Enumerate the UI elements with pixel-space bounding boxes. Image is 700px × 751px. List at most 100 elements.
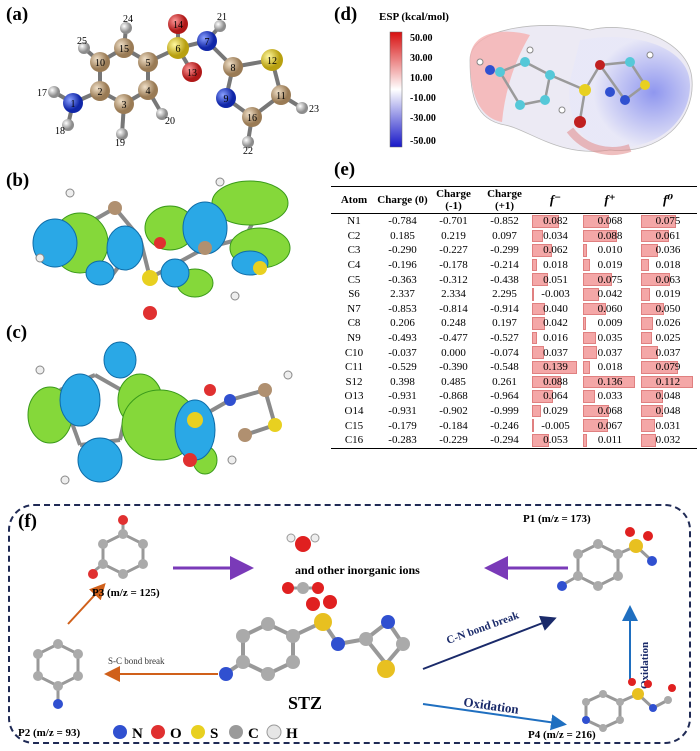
table-cell-atom: C2 [347, 229, 361, 242]
fukui-value: 0.034 [543, 229, 568, 242]
fukui-value: 0.048 [655, 390, 681, 403]
orbital-isosurface-c [27, 341, 293, 485]
fukui-table: Atom Charge (0) Charge (-1) Charge (+1) … [331, 186, 697, 449]
esp-tick: 10.00 [410, 73, 433, 84]
table-cell-qm: 0.000 [441, 346, 466, 359]
table-cell-atom: C15 [344, 419, 364, 432]
table-cell-f0: 0.112 [639, 375, 697, 390]
pathway-box [8, 504, 691, 744]
fukui-value: 0.048 [655, 405, 681, 418]
table-cell-qm: -0.477 [439, 332, 468, 345]
table-cell-qm: 2.334 [441, 288, 466, 301]
fukui-bar [640, 360, 678, 374]
table-cell-fm: 0.037 [530, 345, 581, 360]
inorganic-label: and other inorganic ions [295, 563, 420, 577]
table-cell-q0: -0.290 [388, 244, 417, 257]
table-cell-fp: 0.075 [581, 272, 639, 287]
atom-label: 15 [119, 44, 129, 55]
fukui-bar [582, 346, 597, 359]
atom-label: 16 [247, 113, 257, 124]
table-cell-qp: -0.527 [490, 332, 519, 345]
fukui-value: 0.033 [597, 390, 623, 403]
table-cell-q0: -0.931 [388, 405, 417, 418]
table-cell-atom: N7 [347, 302, 361, 315]
atom-label: 25 [77, 36, 87, 47]
legend-swatch-h [266, 724, 282, 740]
legend-label: C [248, 726, 259, 742]
fukui-value: 0.026 [655, 317, 681, 330]
atom-label: 24 [123, 14, 133, 25]
table-cell-f0: 0.018 [639, 258, 697, 273]
table-cell-fm: 0.029 [530, 404, 581, 419]
table-cell-fm: 0.088 [530, 375, 581, 390]
stz-label: STZ [288, 693, 322, 713]
table-cell-f0: 0.061 [639, 229, 697, 244]
fukui-value: 0.009 [597, 317, 623, 330]
table-cell-q0: -0.784 [388, 215, 417, 228]
table-cell-qm: -0.390 [439, 361, 468, 374]
element-legend: N O S C H [113, 724, 298, 742]
molecule-structure-a: 1 2 3 4 5 6 7 8 9 10 11 12 13 14 15 16 1… [37, 12, 319, 157]
table-cell-qm: 0.219 [441, 229, 466, 242]
table-header: f⁺ [604, 192, 616, 207]
fukui-bar [582, 360, 590, 374]
table-cell-qm: -0.814 [439, 302, 468, 315]
table-cell-qp: -0.294 [490, 434, 519, 447]
table-cell-qp: -0.074 [490, 346, 519, 359]
table-cell-atom: S6 [348, 288, 360, 301]
fukui-bar [531, 404, 542, 418]
table-cell-atom: C4 [347, 259, 361, 272]
fukui-value: 0.031 [655, 419, 681, 432]
table-cell-f0: 0.048 [639, 389, 697, 404]
table-cell-atom: C8 [347, 317, 361, 330]
table-cell-atom: O14 [344, 405, 364, 418]
table-cell-fp: 0.018 [581, 360, 639, 375]
table-cell-f0: 0.025 [639, 331, 697, 346]
legend-label: H [286, 726, 298, 742]
fukui-bar [640, 331, 653, 345]
table-cell-atom: C5 [347, 273, 361, 286]
table-cell-f0: 0.063 [639, 272, 697, 287]
fukui-value: 0.088 [543, 375, 568, 388]
table-cell-fp: 0.068 [581, 404, 639, 419]
atom-label: 5 [146, 58, 151, 69]
table-cell-q0: 0.185 [390, 229, 415, 242]
fukui-value: 0.063 [655, 273, 681, 286]
table-cell-qm: -0.902 [439, 405, 468, 418]
atom-label: 6 [176, 44, 181, 55]
fukui-bar [640, 302, 665, 316]
table-cell-qp: -0.214 [490, 259, 519, 272]
table-cell-q0: -0.037 [388, 346, 417, 359]
fukui-bar [531, 258, 538, 272]
table-cell-f0: 0.079 [639, 360, 697, 375]
sc-break-label: S-C bond break [108, 656, 165, 666]
panel-label-e: (e) [334, 159, 356, 180]
fukui-bar [640, 287, 650, 301]
fukui-value: 0.042 [597, 288, 623, 301]
fukui-bar [640, 419, 656, 432]
table-cell-qp: 0.197 [492, 317, 517, 330]
table-cell-atom: O13 [344, 390, 364, 403]
table-cell-f0: 0.019 [639, 287, 697, 302]
esp-tick: 30.00 [410, 53, 433, 64]
fukui-value: 0.064 [543, 390, 568, 403]
fukui-value: 0.079 [655, 361, 681, 374]
fukui-value: 0.050 [655, 302, 681, 315]
atom-label: 19 [115, 138, 125, 149]
table-cell-fp: 0.019 [581, 258, 639, 273]
table-cell-fp: 0.033 [581, 389, 639, 404]
table-cell-f0: 0.048 [639, 404, 697, 419]
p3-label: P3 (m/z = 125) [92, 587, 160, 599]
table-cell-fm: 0.034 [530, 229, 581, 244]
fukui-value: 0.037 [543, 346, 568, 359]
atom-label: 4 [146, 86, 151, 97]
table-cell-fm: 0.062 [530, 243, 581, 258]
